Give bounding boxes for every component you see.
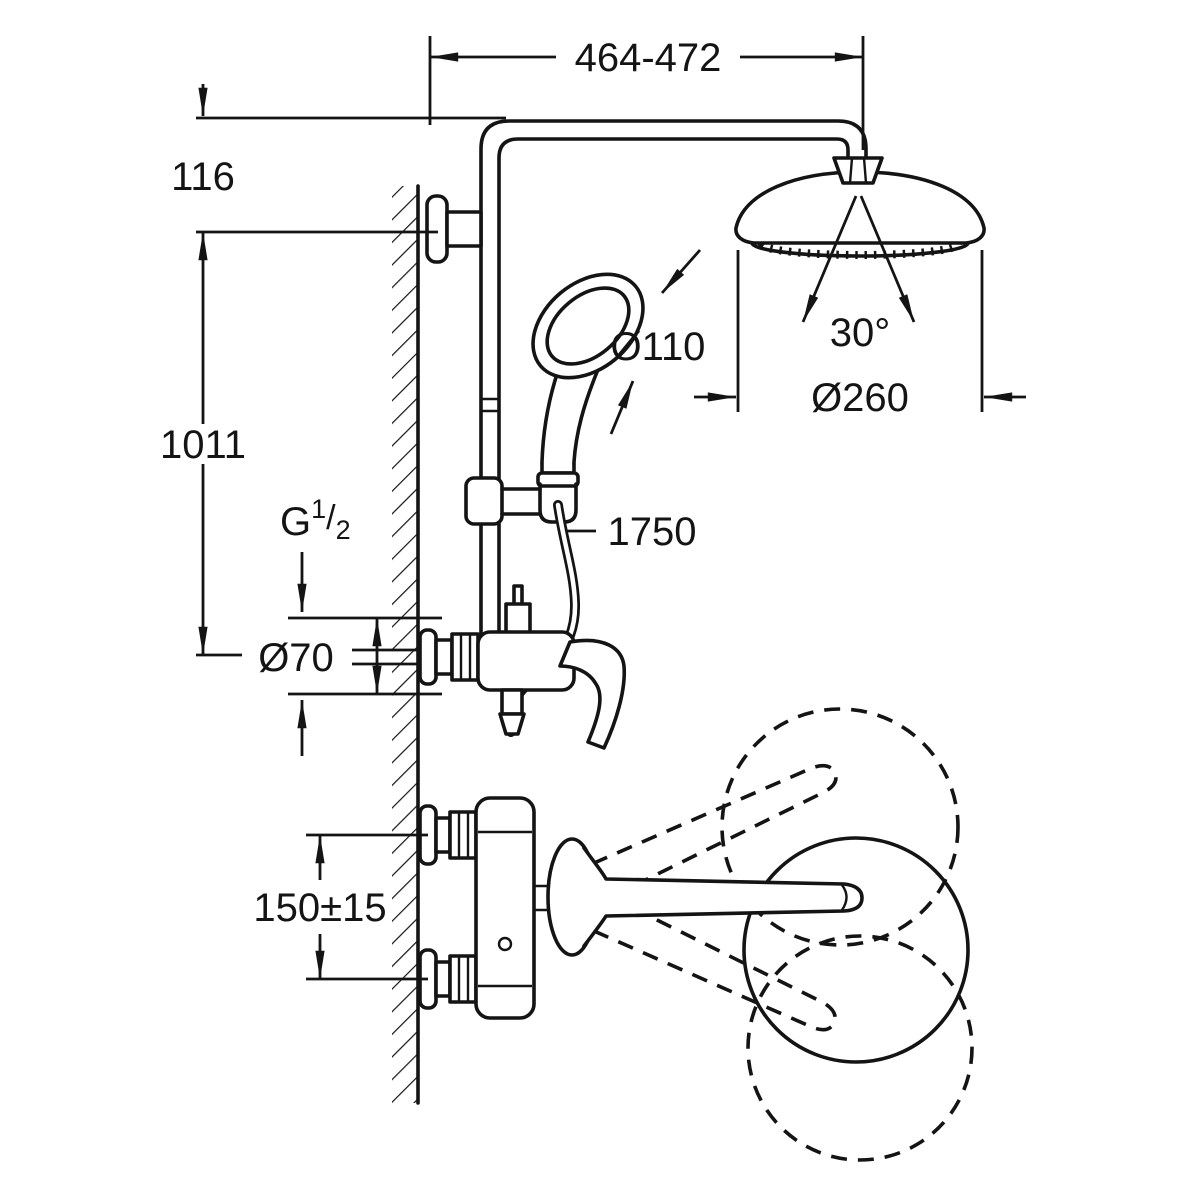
bath-mixer — [418, 796, 536, 1020]
mixer-union-nut — [450, 632, 480, 682]
head-rim — [750, 241, 970, 258]
rain-shower-head — [734, 156, 986, 259]
dim-top-offset-label: 116 — [171, 155, 235, 199]
dimension-top-offset: 116 — [171, 84, 506, 234]
ball-joint-nut — [832, 156, 884, 185]
diverter-knob — [504, 602, 532, 636]
hose-outlet — [500, 688, 524, 716]
spout-aerator — [840, 884, 848, 911]
spray-angle-indicator: 30° — [801, 195, 916, 355]
hose-outlet-cone — [498, 712, 526, 736]
dim-rail-height-label: 1011 — [160, 423, 246, 467]
dimension-inlet-diameter: Ø70 — [258, 616, 442, 756]
mixer-escutcheon — [418, 628, 438, 686]
shower-rail — [479, 119, 868, 638]
swivel-circle-lower — [746, 934, 974, 1162]
mixer-lever-handle — [558, 638, 627, 750]
dimension-thread: G1/2 — [280, 494, 351, 612]
swivel-spout — [534, 837, 864, 957]
spout-position-up — [591, 763, 838, 900]
holder-clamp — [464, 476, 504, 526]
spout-position-down — [591, 894, 837, 1032]
spout-tube — [582, 846, 864, 948]
swivel-circle-upper — [720, 707, 960, 947]
upper-union-nut — [448, 810, 478, 860]
bracket-arm — [445, 210, 483, 248]
swivel-range-circles — [720, 707, 974, 1162]
mixer-cartridge-body — [476, 630, 576, 692]
dim-inlet-spacing-label: 150±15 — [253, 886, 386, 930]
wall-bracket — [425, 194, 483, 264]
dimension-top-width: 464-472 — [428, 36, 865, 150]
dim-hand-shower-diameter-label: Ø110 — [611, 325, 706, 369]
dim-thread-label: G1/2 — [280, 494, 351, 545]
wall-hatching — [392, 186, 418, 1103]
swivel-circle-center — [742, 836, 970, 1064]
rail-holder — [464, 476, 578, 526]
hose-nut — [536, 471, 580, 488]
hand-shower-head — [531, 272, 645, 380]
mixer-inlet-stub — [434, 638, 454, 676]
dim-top-width-label: 464-472 — [575, 36, 722, 80]
dimension-head-diameter: Ø260 — [694, 250, 1026, 420]
dimension-inlet-spacing: 150±15 — [253, 833, 428, 981]
dimension-hand-shower-diameter: Ø110 — [609, 249, 706, 435]
hand-shower — [531, 272, 645, 488]
dim-hose-length-label: 1750 — [608, 510, 697, 554]
dimension-hose-length: 1750 — [566, 510, 696, 554]
mixer-body — [474, 796, 536, 1020]
lower-union-nut — [448, 954, 478, 1004]
screw — [497, 936, 513, 952]
dim-inlet-diameter-label: Ø70 — [258, 636, 334, 680]
spout-positions — [591, 763, 838, 1032]
dim-head-diameter-label: Ø260 — [811, 376, 909, 420]
wall — [392, 184, 420, 1105]
lower-inlet-stub — [434, 960, 452, 998]
bracket-escutcheon — [425, 194, 449, 264]
upper-inlet-stub — [434, 816, 452, 854]
shower-mixer — [418, 584, 627, 750]
dim-spray-angle-label: 30° — [830, 311, 891, 355]
hand-shower-spray-face — [545, 286, 631, 366]
dimension-rail-height: 1011 — [160, 232, 246, 657]
hand-shower-handle — [540, 366, 599, 475]
